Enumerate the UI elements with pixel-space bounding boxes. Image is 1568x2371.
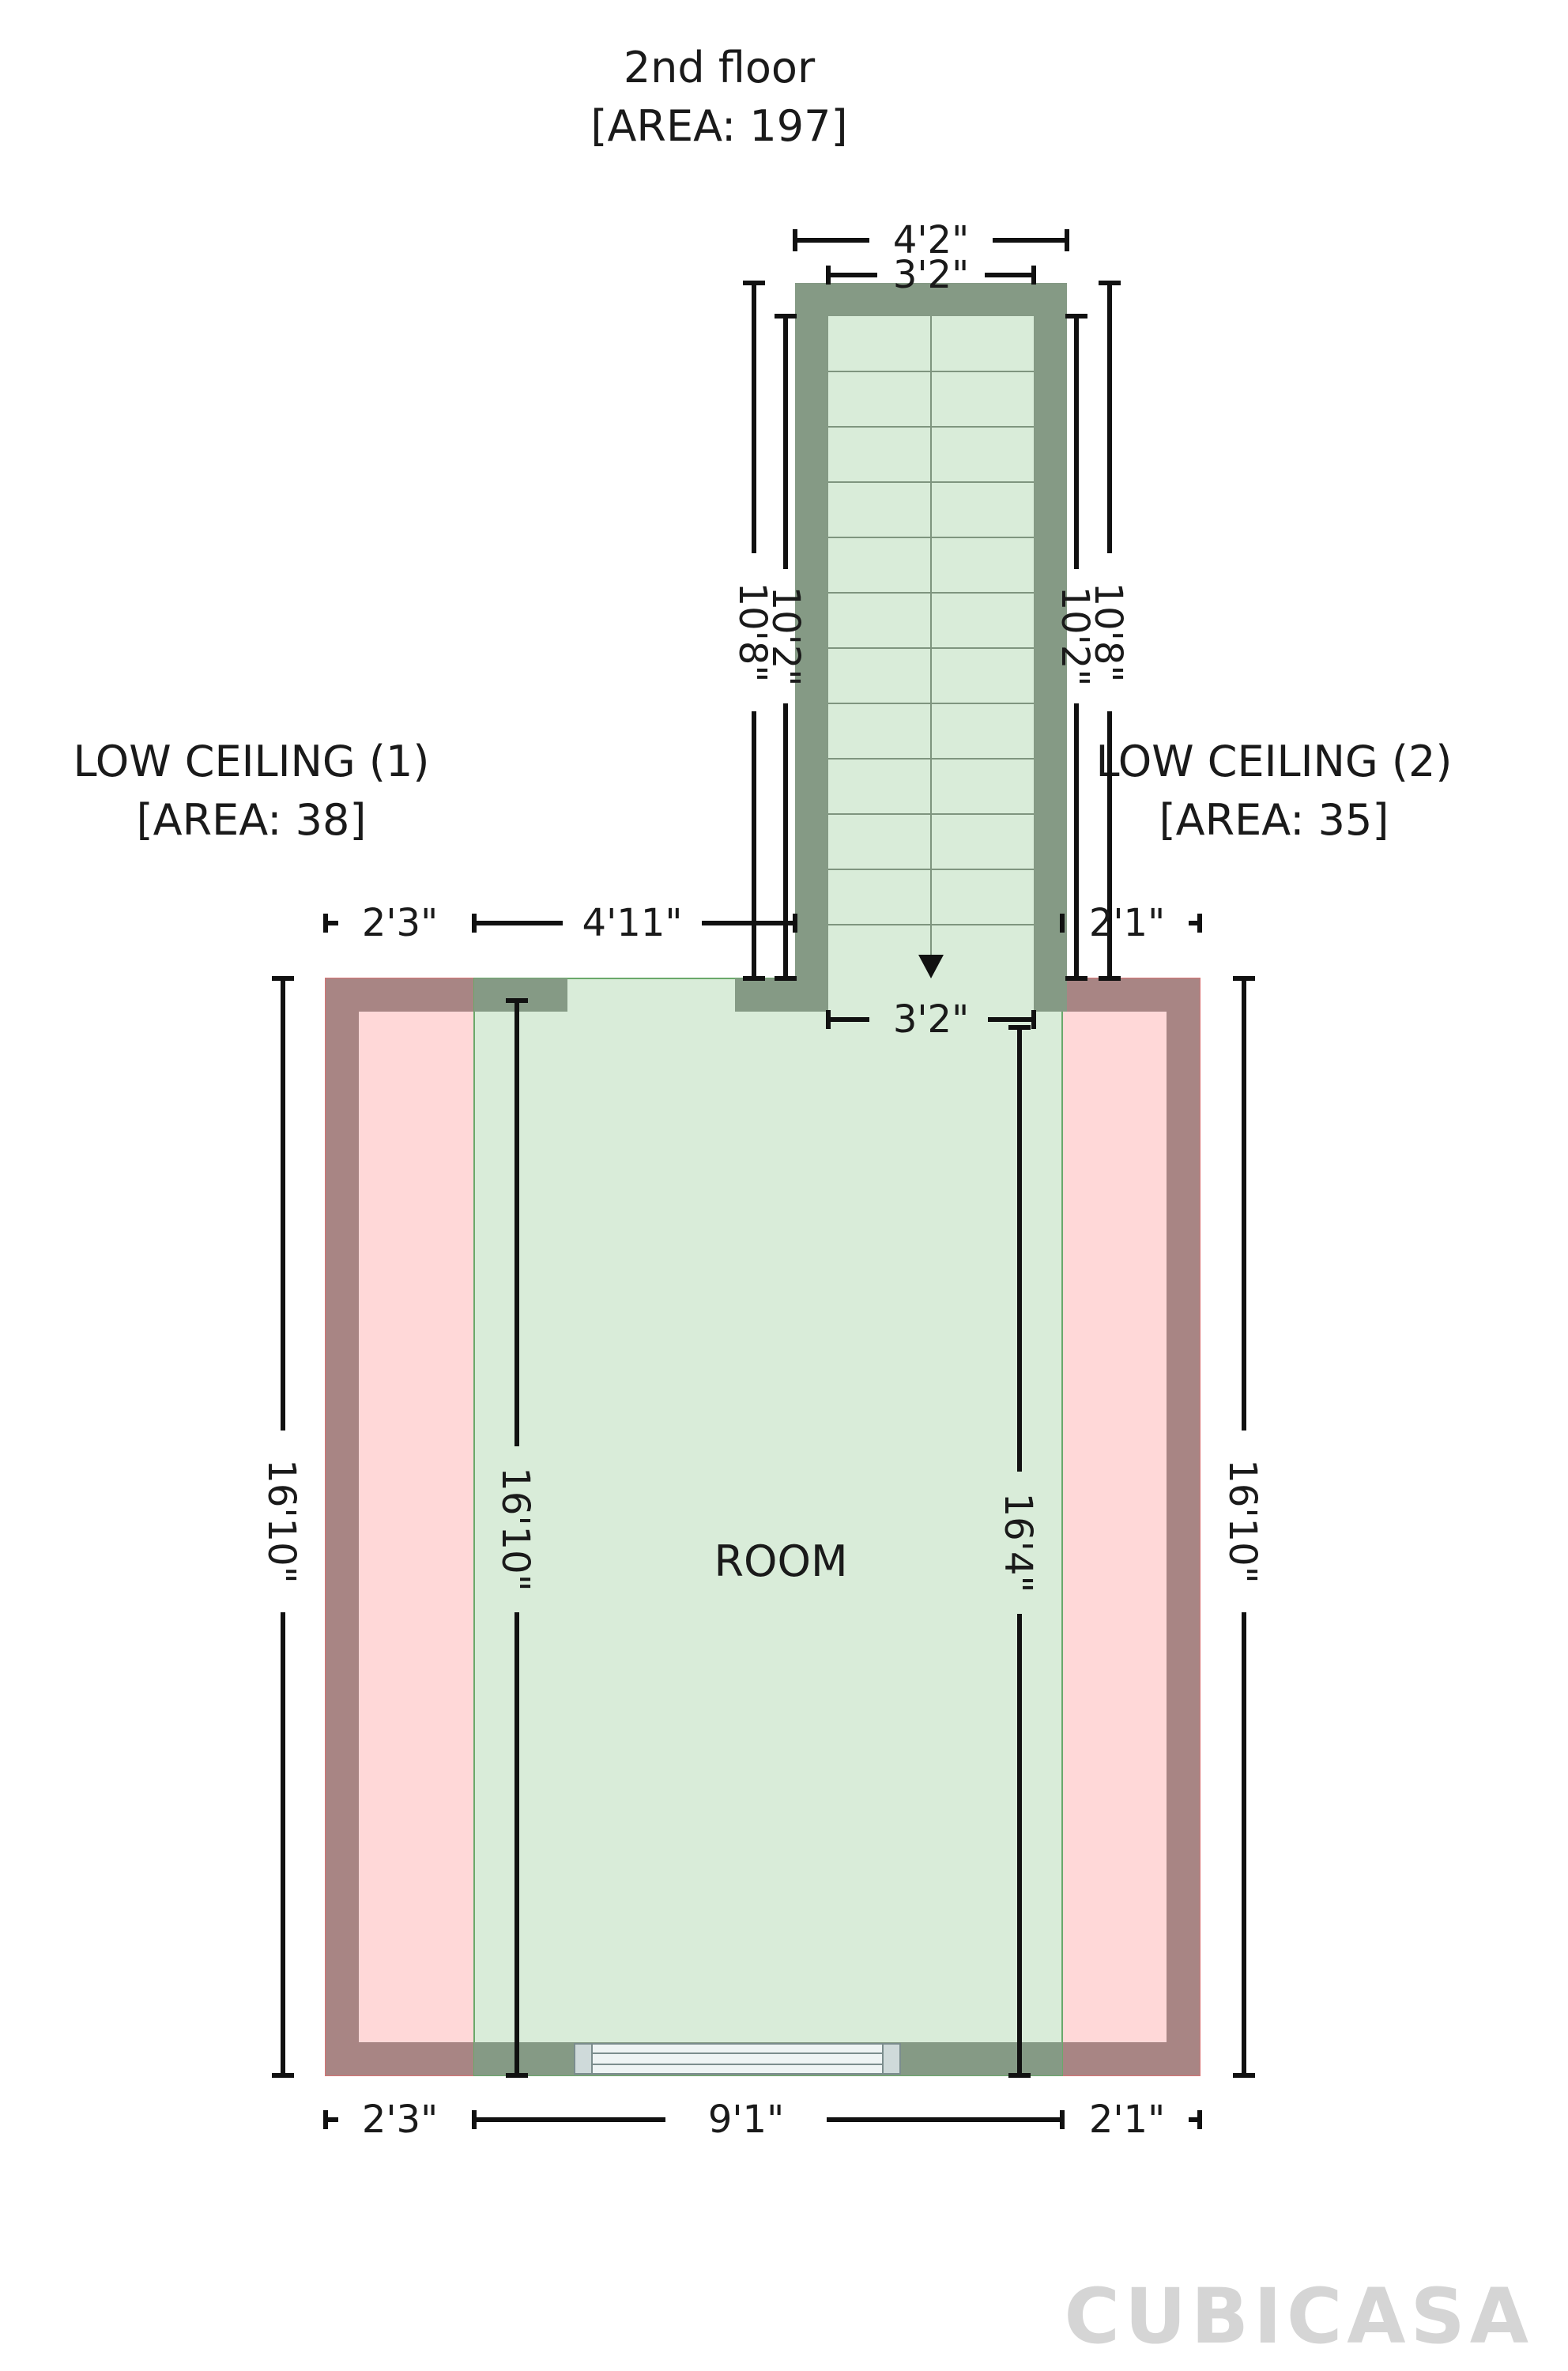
dim-stair-opening: 3'2" [826,997,1036,1042]
dim-stair-inner-width-label: 3'2" [893,253,969,297]
dim-top-right-low-ceiling: 2'1" [1060,901,1202,945]
dim-stair-outer-width: 4'2" [793,218,1069,262]
low-ceiling-1-area: [AREA: 38] [137,795,367,845]
dim-stair-right-outer-length-label: 10'8" [1086,582,1130,683]
dim-room-right-height: 16'4" [996,1025,1040,2078]
stair-direction-arrow-icon [918,955,944,978]
low-ceiling-1-area-shape [325,978,475,2076]
dim-top-right-low-ceiling-label: 2'1" [1089,901,1165,945]
room-name: ROOM [714,1536,847,1586]
dim-stair-right-inner-length-label: 10'2" [1053,586,1097,687]
low-ceiling-2-area-shape [1061,978,1200,2076]
dim-top-left-low-ceiling: 2'3" [323,901,438,945]
dim-left-outer-height: 16'10" [259,976,303,2078]
floor-title: 2nd floor [AREA: 197] [590,43,847,151]
dim-top-left-low-ceiling-label: 2'3" [362,901,438,945]
dim-stair-inner-width: 3'2" [826,253,1036,297]
dim-stair-outer-width-label: 4'2" [893,218,969,262]
dim-room-right-height-label: 16'4" [996,1493,1040,1593]
low-ceiling-1-label: LOW CEILING (1) [AREA: 38] [74,737,430,845]
dim-right-outer-height-label: 16'10" [1220,1459,1265,1583]
dim-bottom-right: 2'1" [1089,2098,1202,2142]
low-ceiling-2-area: [AREA: 35] [1159,795,1389,845]
floor-name: 2nd floor [624,43,816,92]
dim-room-left-height: 16'10" [493,998,537,2078]
dim-bottom-left-label: 2'3" [362,2098,438,2142]
dim-stair-left-inner-length: 10'2" [763,314,808,981]
dim-stair-left-inner-length-label: 10'2" [763,586,808,687]
dim-top-room-segment: 4'11" [472,901,797,945]
dim-room-left-height-label: 16'10" [493,1467,537,1591]
cubicasa-logo: CUBICASA [1065,2272,1533,2361]
floor-area: [AREA: 197] [590,101,847,151]
dim-bottom-right-label: 2'1" [1089,2098,1165,2142]
staircase [795,283,1067,1012]
room-shape [473,978,1063,2076]
dim-bottom-left: 2'3" [323,2098,438,2142]
low-ceiling-2-label: LOW CEILING (2) [AREA: 35] [1096,737,1453,845]
dim-stair-left-outer-length: 10'8" [730,281,775,981]
window [574,2043,901,2075]
dim-bottom-room: 9'1" [472,2098,1065,2142]
dim-stair-left-outer-length-label: 10'8" [730,582,775,683]
dim-left-outer-height-label: 16'10" [259,1459,303,1583]
dim-stair-right-outer-length: 10'8" [1086,281,1130,981]
dim-top-room-segment-label: 4'11" [582,901,683,945]
dim-stair-opening-label: 3'2" [893,997,969,1042]
dim-right-outer-height: 16'10" [1220,976,1265,2078]
low-ceiling-2-name: LOW CEILING (2) [1096,737,1453,786]
dim-bottom-room-label: 9'1" [708,2098,784,2142]
dim-stair-right-inner-length: 10'2" [1053,314,1097,981]
low-ceiling-1-name: LOW CEILING (1) [74,737,430,786]
